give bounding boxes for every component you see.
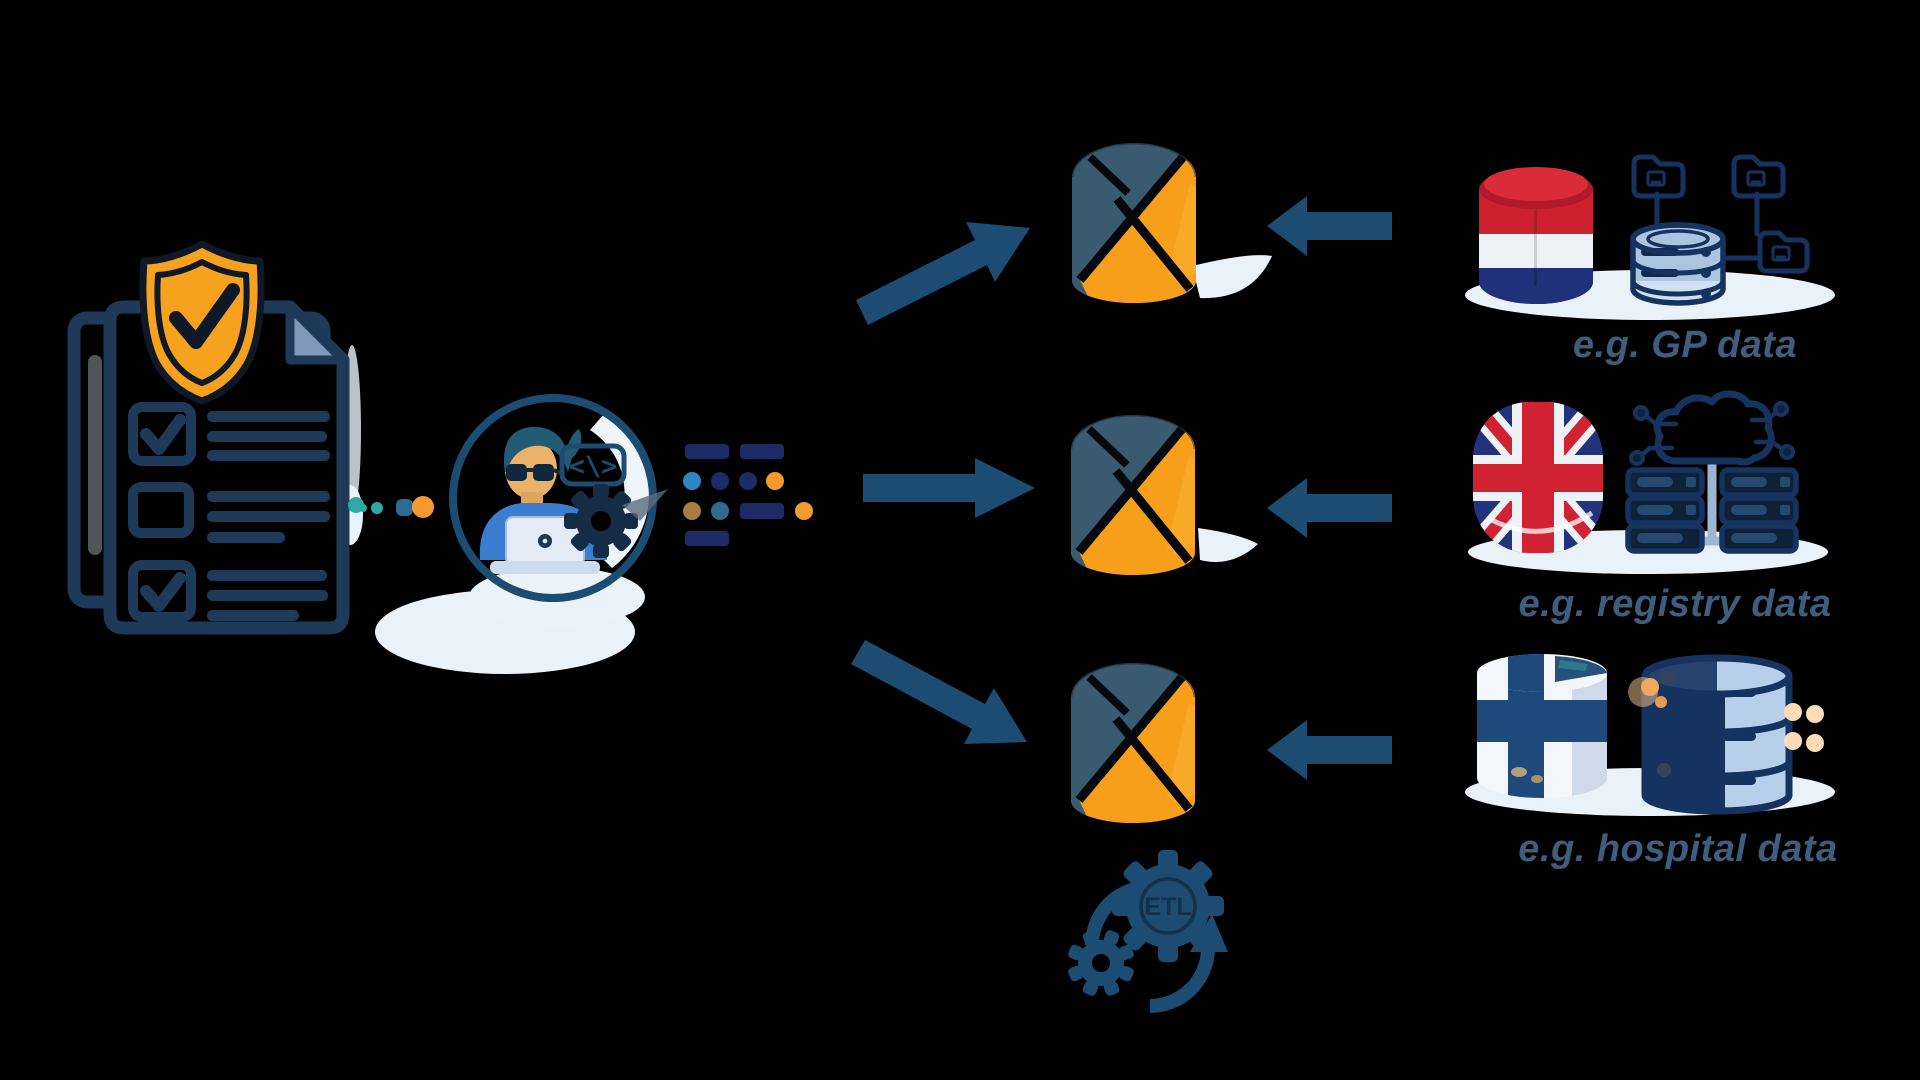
source-registry-data: e.g. registry data — [1468, 390, 1831, 625]
spark-dot — [1655, 696, 1667, 708]
analyst-avatar: <\> — [375, 394, 668, 674]
document-page — [103, 300, 350, 635]
check-mark-icon — [169, 283, 240, 349]
uk-flag-icon — [1473, 402, 1603, 553]
checklist-row — [128, 402, 330, 466]
checklist-row — [128, 560, 328, 622]
finland-flag-icon — [1477, 654, 1607, 798]
etl-process-icon: ETL — [1068, 850, 1228, 1013]
db-swoosh — [1198, 528, 1258, 562]
checkbox-checked — [128, 560, 196, 622]
arrow-from-hospital-source — [1267, 720, 1392, 780]
check-mark-icon — [140, 414, 186, 455]
folder-icon — [1731, 154, 1786, 199]
arrow-from-gp-source — [1267, 196, 1392, 256]
checkbox-empty — [128, 482, 194, 538]
server-rack-icon — [1625, 467, 1705, 554]
server-rack-icon — [1719, 467, 1799, 554]
checklist-row — [128, 482, 330, 543]
arrow-to-cdm-middle — [863, 458, 1035, 518]
source-hospital-data: e.g. hospital data — [1465, 654, 1837, 870]
text-line — [207, 491, 330, 502]
check-mark-icon — [140, 572, 186, 612]
spark-dot — [1784, 703, 1802, 721]
cloud-servers-icon — [1625, 390, 1799, 554]
text-line — [207, 610, 299, 621]
protocol-checklist-document — [67, 240, 364, 635]
circuit-nodes — [1629, 401, 1795, 466]
source-label-hospital: e.g. hospital data — [1518, 828, 1837, 870]
small-gear-icon — [1068, 930, 1134, 996]
arrow-to-cdm-bottom — [851, 640, 1027, 744]
code-brackets-icon: <\> — [559, 443, 627, 487]
arrow-from-registry-source — [1267, 478, 1392, 538]
cdm-database-icon — [1072, 143, 1196, 305]
data-grid-icon — [683, 444, 813, 546]
spark-dot — [1657, 763, 1671, 777]
avatar-hair — [503, 426, 582, 472]
text-line — [207, 450, 330, 461]
gear-icon — [564, 484, 638, 558]
spark-dot — [1806, 734, 1824, 752]
spark-dot — [1784, 732, 1802, 750]
source-label-gp: e.g. GP data — [1573, 324, 1797, 366]
checkbox-checked — [128, 402, 196, 466]
swoosh-highlight — [590, 414, 650, 568]
shield-check-icon — [139, 240, 265, 405]
spark-dot — [1660, 670, 1676, 686]
cloud-icon — [1653, 390, 1775, 466]
folded-corner — [285, 302, 348, 365]
cdm-database-icon — [1071, 663, 1195, 825]
spark-dot — [1806, 705, 1824, 723]
source-gp-data: e.g. GP data — [1465, 154, 1835, 366]
source-label-registry: e.g. registry data — [1518, 583, 1831, 625]
text-line — [207, 431, 327, 442]
text-line — [207, 411, 330, 422]
text-line — [207, 590, 328, 601]
cycle-arrow-icon — [1149, 947, 1215, 1013]
cdm-database-icon — [1071, 415, 1195, 577]
netherlands-flag-icon — [1479, 167, 1593, 304]
svg-text:<\>: <\> — [569, 451, 618, 482]
send-arrow-icon — [622, 489, 668, 521]
db-swoosh — [1192, 255, 1272, 299]
spark-dot — [1641, 678, 1659, 696]
etl-label: ETL — [1144, 893, 1191, 921]
glasses-icon — [506, 464, 561, 481]
laptop-icon — [490, 516, 600, 574]
etl-gear-icon: ETL — [1112, 850, 1224, 962]
folder-icon — [1757, 230, 1810, 274]
sheet-highlight — [88, 355, 102, 555]
arrow-to-cdm-top — [856, 222, 1030, 325]
text-line — [207, 532, 285, 543]
hospital-database-icon — [1628, 654, 1824, 815]
data-flow-dots — [359, 496, 434, 518]
text-line — [207, 511, 330, 522]
text-line — [207, 570, 327, 581]
gp-database-icon — [1630, 154, 1810, 306]
folder-icon — [1631, 154, 1686, 199]
